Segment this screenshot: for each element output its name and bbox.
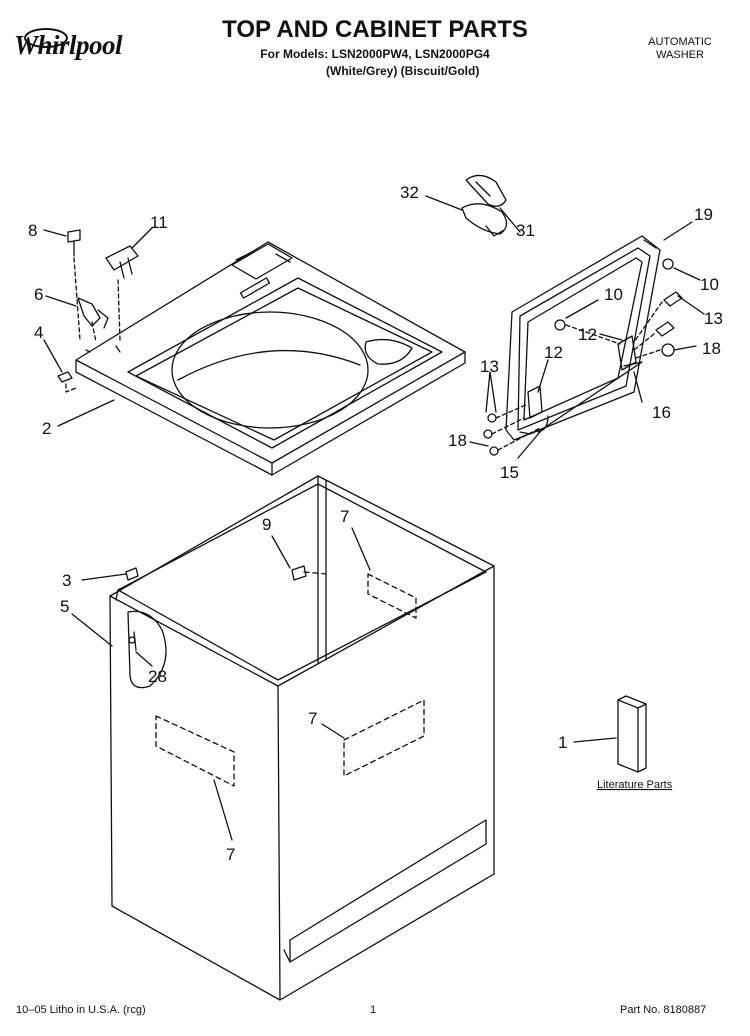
screw-part-8 [67,229,81,257]
category-line-1: AUTOMATIC [648,36,712,48]
page-title: TOP AND CABINET PARTS [222,16,528,43]
label-outlines [155,571,425,787]
callout-10-right: 10 [700,275,719,294]
callout-4: 4 [34,323,43,342]
brand-logo: Whirlpool [14,30,123,60]
callout-12-lid: 12 [578,325,597,344]
footer-part-number: Part No. 8180887 [620,1004,707,1016]
callout-18-right: 18 [702,339,721,358]
callout-10-lid: 10 [604,285,623,304]
callout-32: 32 [400,183,419,202]
models-line: For Models: LSN2000PW4, LSN2000PG4 [260,47,490,61]
footer-litho: 10–05 Litho in U.S.A. (rcg) [16,1004,146,1016]
literature-label: Literature Parts [597,779,673,791]
callout-31: 31 [516,221,535,240]
logo-oval-icon [24,28,68,48]
callout-19: 19 [694,205,713,224]
callout-8: 8 [28,221,37,240]
lid-hardware [483,258,683,456]
callout-7-back: 7 [340,507,349,526]
callout-15: 15 [500,463,519,482]
colors-line: (White/Grey) (Biscuit/Gold) [326,64,480,78]
pad-part-4 [57,371,73,383]
callout-9: 9 [262,515,271,534]
literature-booklet [617,695,647,773]
knob-parts [461,174,508,237]
callout-13-right: 13 [704,309,723,328]
lid [505,235,661,441]
callout-18-left: 18 [448,431,467,450]
callout-7-front: 7 [308,709,317,728]
clip-part-6 [77,297,109,329]
callout-5: 5 [60,597,69,616]
callout-6: 6 [34,285,43,304]
callout-13-left: 13 [480,357,499,376]
callout-16: 16 [652,403,671,422]
callout-28: 28 [148,667,167,686]
callout-numbers: 8 11 6 4 2 32 31 19 10 10 13 12 12 18 13… [28,183,723,864]
washer-top [75,241,466,476]
callout-11: 11 [150,213,168,232]
hinge-part-11 [105,245,139,279]
leader-lines [43,195,705,841]
callout-2: 2 [42,419,51,438]
callout-7-side: 7 [226,845,235,864]
category-line-2: WASHER [656,49,704,61]
cabinet [109,475,495,1001]
alignment-lines-lid [491,301,663,451]
callout-3: 3 [62,571,71,590]
alignment-lines-left [65,257,121,393]
footer-page-number: 1 [370,1004,377,1016]
category-label: AUTOMATIC WASHER [640,36,720,62]
callout-1: 1 [558,733,567,752]
callout-12-hinge: 12 [544,343,563,362]
